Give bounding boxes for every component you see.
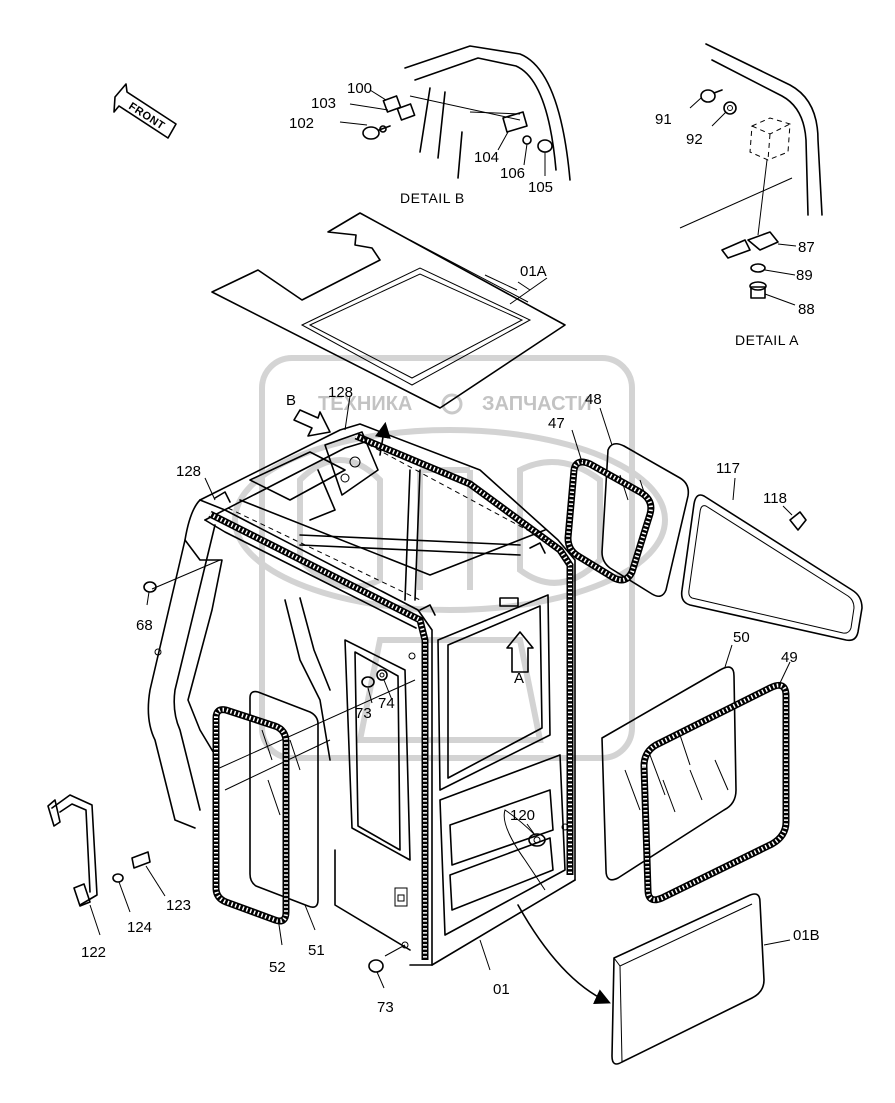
bolt-73-bottom: 73 [368,959,394,1016]
arrow-label-a: A [514,670,524,687]
part-label-68: 68 [136,617,153,634]
part-label-48: 48 [585,391,602,408]
part-label-01: 01 [493,981,510,998]
part-label-128-top: 128 [328,384,353,401]
part-label-89: 89 [796,267,813,284]
watermark-text-left: ТЕХНИКА [318,393,412,415]
part-label-104: 104 [474,149,499,166]
part-label-91: 91 [655,111,672,128]
handrail-122: 122 124 123 [47,794,191,961]
part-label-73-bottom: 73 [377,999,394,1016]
part-label-123: 123 [166,897,191,914]
window-117: 117 118 [680,460,863,642]
panel-01b: 01B [611,893,820,1065]
bolt-68: 68 [136,581,157,634]
part-label-118: 118 [763,490,787,507]
watermark-gear-icon [441,393,463,415]
watermark: ТЕХНИКА ЗАПЧАСТИ [232,355,668,761]
part-label-105: 105 [528,179,553,196]
part-label-47: 47 [548,415,565,432]
detail-b-caption: DETAIL B [400,190,465,206]
glass-50-seal-49: 50 49 [601,629,798,904]
roof-panel-01a: 01A [211,212,566,456]
watermark-text-right: ЗАПЧАСТИ [482,393,592,415]
part-label-52: 52 [269,959,286,976]
glass-47-48: 47 48 [548,391,690,598]
part-label-50: 50 [733,629,750,646]
arrow-label-b: B [286,392,296,409]
cab-frame-01: A B 01 128 128 73 74 120 [147,384,611,1004]
part-label-120: 120 [510,807,535,824]
part-label-51: 51 [308,942,325,959]
front-arrow: FRONT [113,83,177,139]
part-label-128-left: 128 [176,463,201,480]
detail-a-caption: DETAIL A [735,332,799,348]
part-label-49: 49 [781,649,798,666]
part-label-124: 124 [127,919,152,936]
part-label-88: 88 [798,301,815,318]
part-label-122: 122 [81,944,106,961]
detail-a: 91 92 87 89 88 DETAIL A [655,43,823,348]
part-label-01b: 01B [793,927,820,944]
part-label-103: 103 [311,95,336,112]
glass-51-seal-52: 52 51 [212,690,325,976]
part-label-73-window: 73 [355,705,372,722]
part-label-102: 102 [289,115,314,132]
part-label-117: 117 [716,460,740,477]
detail-b: 100 103 102 104 106 105 DETAIL B [289,45,571,206]
part-label-01a: 01A [520,263,547,280]
part-label-87: 87 [798,239,815,256]
part-label-74: 74 [378,695,395,712]
part-label-106: 106 [500,165,525,182]
part-label-100: 100 [347,80,372,97]
part-label-92: 92 [686,131,703,148]
